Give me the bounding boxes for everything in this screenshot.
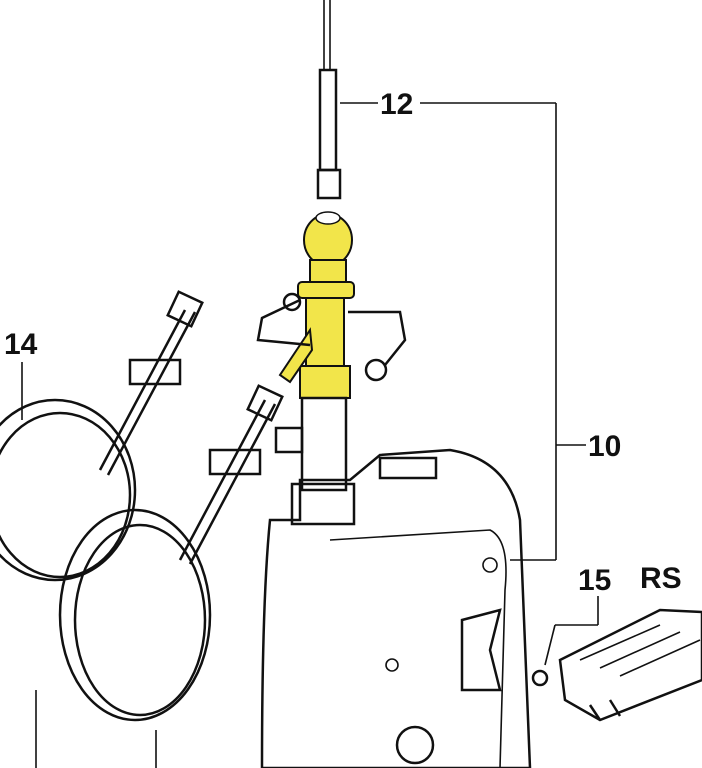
antenna-tube: [300, 396, 348, 492]
label-15: 15: [578, 564, 611, 597]
motor-housing: [260, 448, 532, 768]
cable-coils: [0, 290, 304, 768]
bracket-tube-left: [256, 298, 311, 347]
label-12: 12: [380, 88, 413, 121]
label-rs: RS: [640, 562, 682, 595]
bracket-tube-right: [348, 310, 407, 366]
label-14: 14: [4, 328, 38, 361]
highlighted-coupler: [278, 211, 355, 399]
label-10: 10: [588, 430, 621, 463]
relay-module: 15 RS: [531, 562, 702, 722]
antenna-mast: [316, 0, 342, 200]
callout-12: 12 10: [340, 88, 621, 561]
